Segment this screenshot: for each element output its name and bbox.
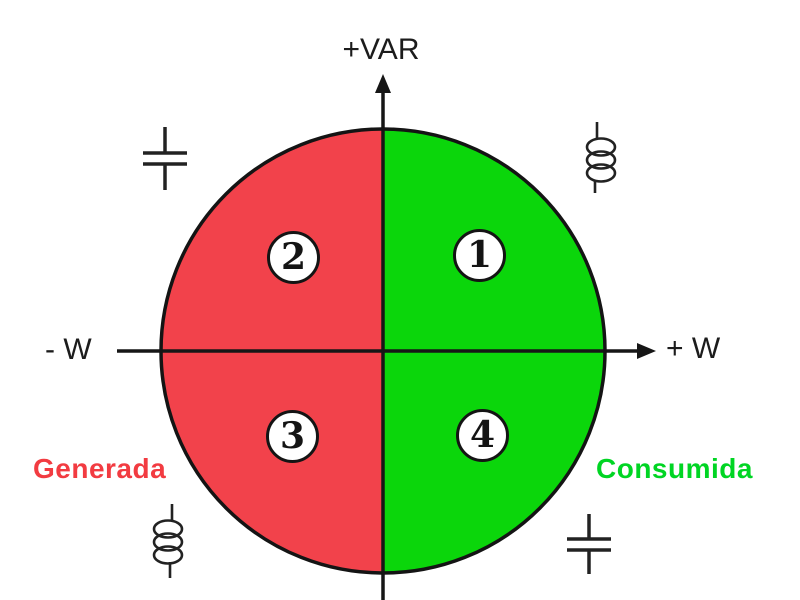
generated-power-label: Generada [33, 453, 167, 484]
right-arrowhead-icon [637, 343, 656, 359]
vertical-axis [375, 74, 391, 600]
axis-label-minus-w: - W [45, 333, 92, 366]
up-arrowhead-icon [375, 74, 391, 93]
consumed-power-label: Consumida [596, 453, 753, 484]
quadrant-3-badge: 3 [266, 410, 319, 463]
axis-label-plus-w: + W [666, 332, 721, 365]
circle-outline [159, 127, 607, 575]
horizontal-axis [117, 343, 656, 359]
capacitor-icon [567, 514, 611, 574]
inductor-icon [152, 504, 184, 578]
inductor-icon [585, 122, 617, 193]
quadrant-4-badge: 4 [456, 409, 509, 462]
quadrant-2-badge: 2 [267, 231, 320, 284]
axis-label-plus-var: +VAR [342, 33, 420, 66]
quadrant-1-badge: 1 [453, 229, 506, 282]
capacitor-icon [143, 127, 187, 190]
